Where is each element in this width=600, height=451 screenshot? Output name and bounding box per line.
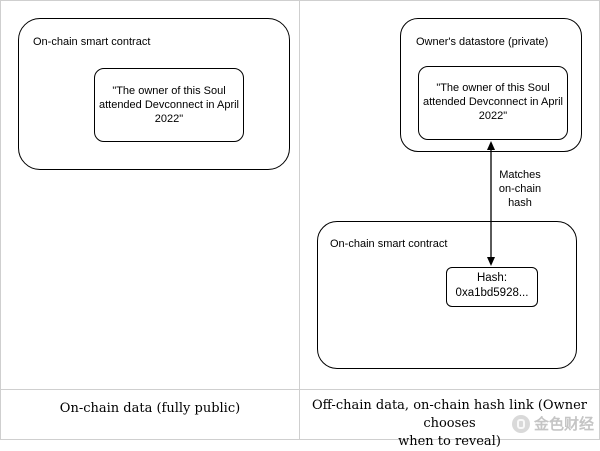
hash-box [446, 267, 538, 307]
hash-label: Hash: [476, 272, 508, 284]
right-caption-line-2: when to reveal) [398, 434, 501, 449]
right-claim-line-1: "The owner of this Soul [436, 82, 550, 94]
right-caption-line-1: Off-chain data, on-chain hash link (Owne… [312, 398, 587, 431]
right-claim-text: "The owner of this Soul attended Devconn… [418, 81, 568, 123]
left-claim-box [94, 68, 244, 142]
matches-line-1: Matches [499, 169, 541, 181]
right-claim-line-3: 2022" [478, 110, 508, 122]
hash-value: 0xa1bd5928... [455, 287, 529, 299]
jinse-logo-icon [511, 414, 530, 433]
right-smart-contract-label: On-chain smart contract [330, 238, 448, 250]
matches-line-3: hash [508, 197, 532, 209]
right-claim-line-2: attended Devconnect in April [422, 96, 564, 108]
left-claim-line-1: "The owner of this Soul [112, 85, 226, 97]
matches-label: Matches on-chain hash [492, 168, 548, 210]
watermark: 金色财经 [511, 413, 594, 434]
left-smart-contract-label: On-chain smart contract [33, 36, 151, 48]
left-claim-line-3: 2022" [154, 113, 184, 125]
left-caption: On-chain data (fully public) [59, 401, 241, 416]
hash-text: Hash: 0xa1bd5928... [446, 271, 538, 301]
watermark-text: 金色财经 [533, 415, 594, 433]
left-claim-text: "The owner of this Soul attended Devconn… [94, 84, 244, 126]
left-claim-line-2: attended Devconnect in April [98, 99, 240, 111]
matches-line-2: on-chain [498, 183, 542, 195]
owner-datastore-label: Owner's datastore (private) [416, 36, 549, 48]
right-claim-box [418, 66, 568, 140]
